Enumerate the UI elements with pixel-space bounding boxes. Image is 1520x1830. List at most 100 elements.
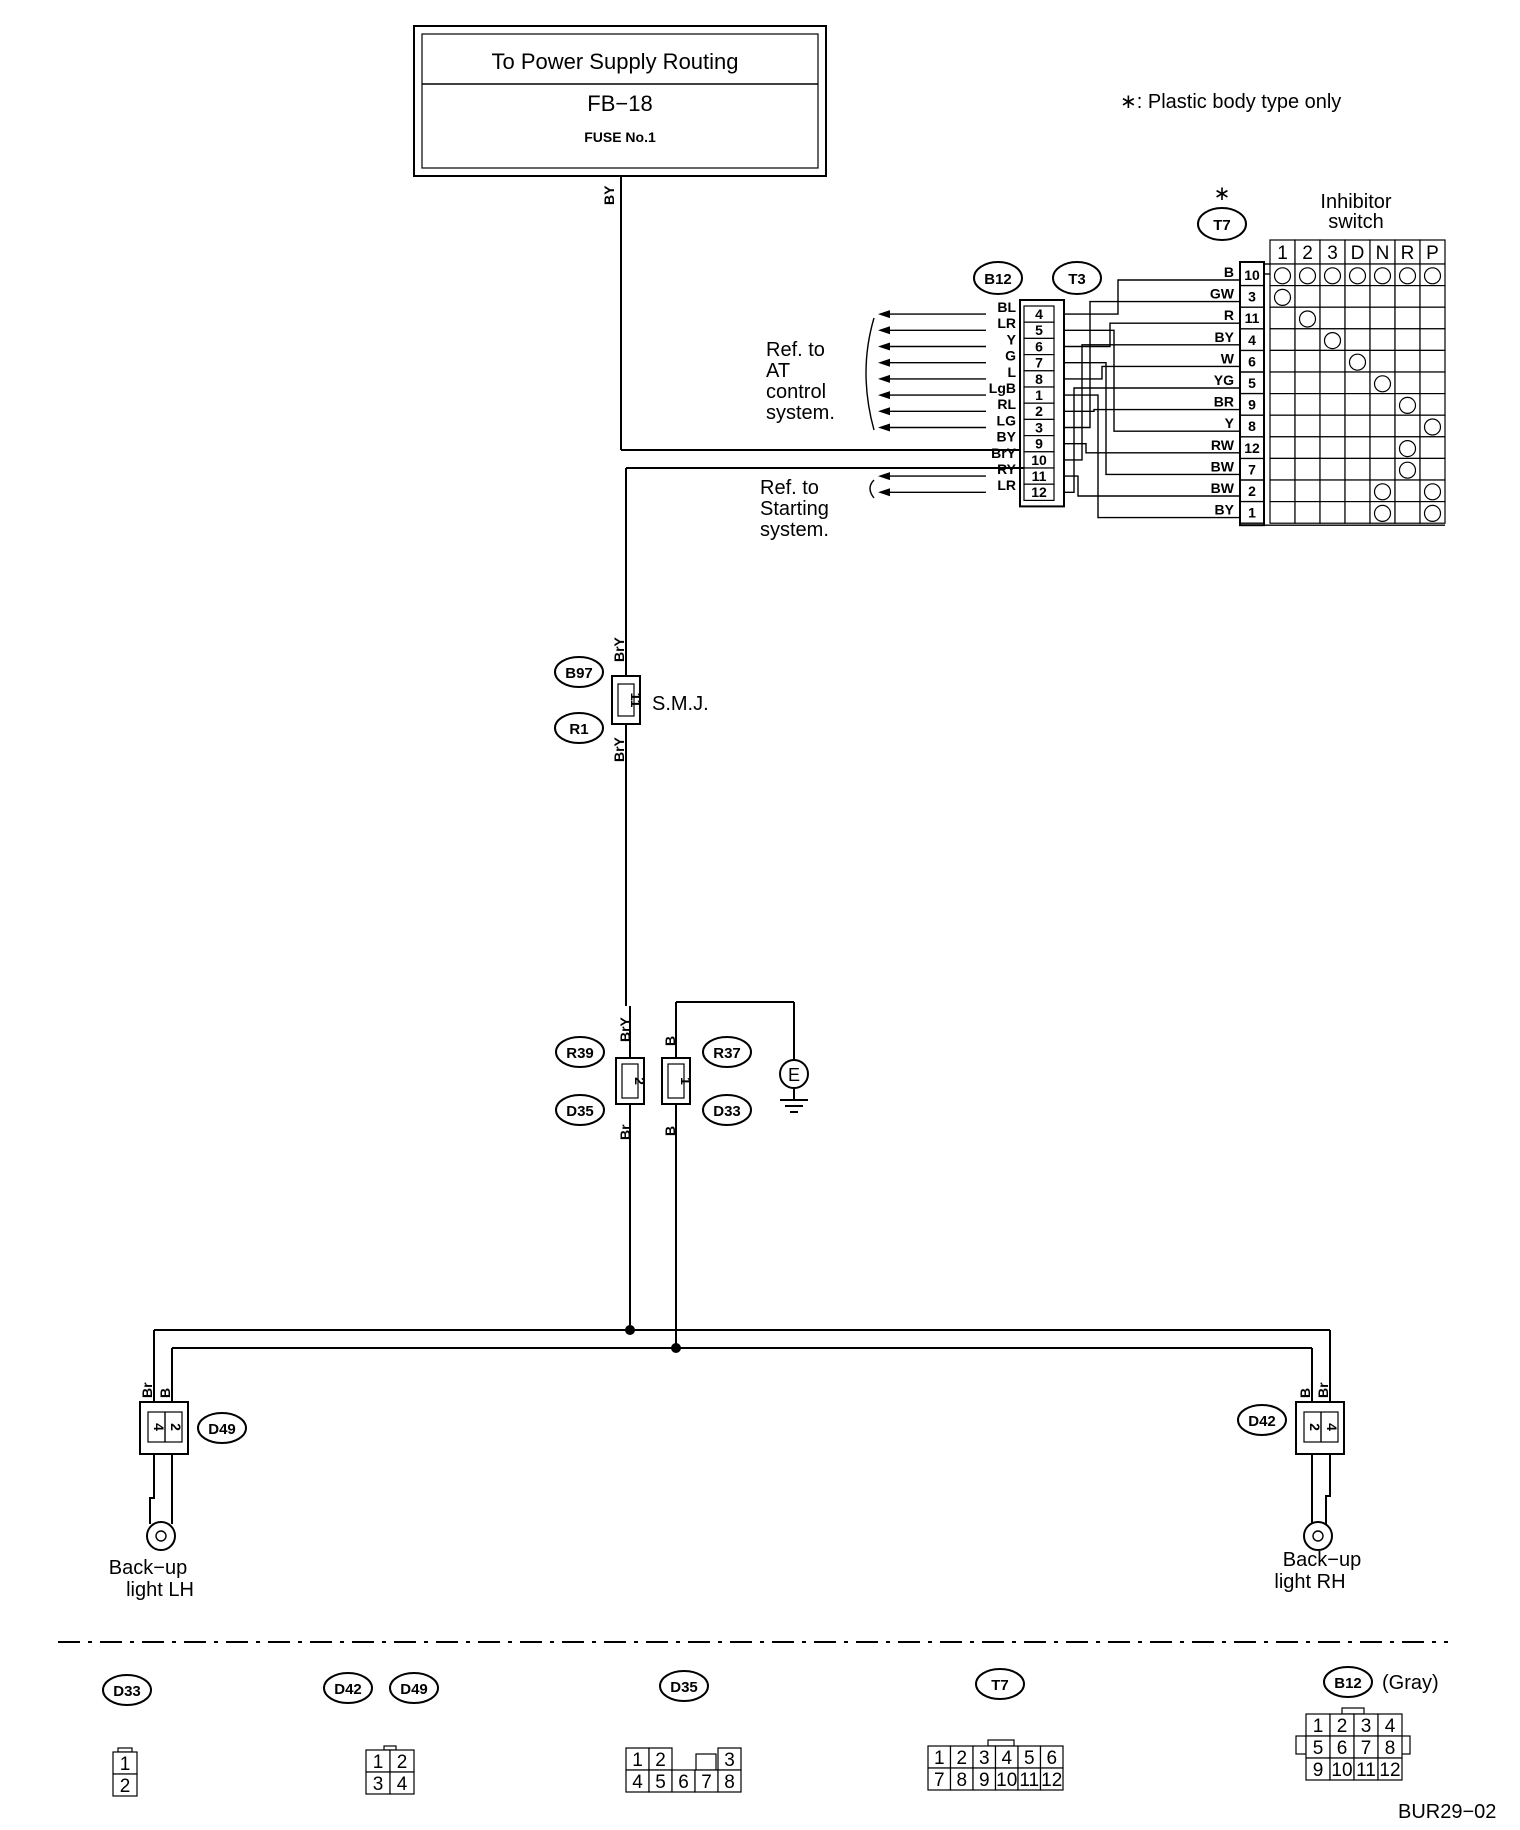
ref-arrow-icon	[878, 407, 890, 416]
legend-d33-cell: 2	[120, 1776, 131, 1797]
legend-t7-cell: 10	[996, 1770, 1017, 1791]
inhibitor-position-3: 3	[1327, 243, 1338, 264]
ref-arrow-icon	[878, 472, 890, 481]
inhibitor-wire-label: B	[1224, 264, 1234, 280]
t7-label: T7	[1213, 217, 1231, 234]
legend-d42-label: D42	[334, 1681, 362, 1698]
inhibitor-pin: 12	[1244, 440, 1260, 456]
legend-b12-cell: 3	[1361, 1716, 1372, 1737]
d42-pin-a: 2	[1307, 1423, 1323, 1431]
b97-label: B97	[565, 665, 593, 682]
continuity-dot	[1398, 267, 1417, 285]
power-supply-box: To Power Supply Routing FB−18 FUSE No.1	[413, 25, 827, 177]
legend-t7-cell: 6	[1046, 1748, 1057, 1769]
legend-d33-label: D33	[113, 1683, 141, 1700]
starting-ref-line-1: Ref. to	[760, 477, 819, 499]
legend-d35-cell: 5	[655, 1772, 666, 1793]
power-box-title: To Power Supply Routing	[491, 49, 738, 74]
legend-t7-cell: 1	[934, 1748, 945, 1769]
inhibitor-pin: 1	[1248, 505, 1256, 521]
legend-t7-cell: 8	[956, 1770, 967, 1791]
continuity-dot	[1298, 310, 1317, 328]
continuity-dot	[1398, 461, 1417, 479]
legend-b12-cell: 1	[1313, 1716, 1324, 1737]
middle-connectors: BrY R39 D35 2 Br B R37 D33 1 B E	[555, 1001, 809, 1348]
legend-d35-cell: 2	[655, 1750, 666, 1771]
inhibitor-pin: 6	[1248, 353, 1256, 369]
b12-connector: B12 T3 4BL5LR6Y7G8L1LgB2RL3LG9BY10BrY11R…	[878, 261, 1206, 519]
smj-pin: 11	[628, 693, 644, 708]
legend-t7-cell: 4	[1001, 1748, 1012, 1769]
ground-symbol: E	[779, 1059, 809, 1113]
d33-label: D33	[713, 1103, 741, 1120]
r1-label: R1	[569, 721, 588, 738]
legend-d42-cell: 1	[373, 1752, 384, 1773]
legend-t7-cell: 5	[1024, 1748, 1035, 1769]
lh-label-2: light LH	[126, 1579, 194, 1601]
starting-ref-line-2: Starting	[760, 498, 829, 520]
smj-label: S.M.J.	[652, 693, 709, 715]
lh-br-wire: Br	[139, 1382, 155, 1398]
b12-wire-label: RL	[997, 396, 1016, 412]
legend-d42-cell: 2	[397, 1752, 408, 1773]
r37-wire-label: B	[662, 1036, 678, 1046]
continuity-dot	[1398, 440, 1417, 458]
d42-pin-b: 4	[1324, 1423, 1340, 1431]
b12-oval	[973, 261, 1023, 295]
legend-b12-cell: 11	[1356, 1760, 1376, 1781]
inhibitor-title-2: switch	[1328, 211, 1384, 233]
lh-label-1: Back−up	[109, 1557, 187, 1579]
b12-pin: 5	[1035, 322, 1043, 338]
continuity-dot	[1273, 267, 1292, 285]
b12-pin: 7	[1035, 355, 1043, 371]
continuity-dot	[1373, 375, 1392, 393]
continuity-dot	[1423, 418, 1442, 436]
b12-wire-label: BrY	[991, 445, 1017, 461]
continuity-dot	[1273, 288, 1292, 306]
ref-arrow-icon	[878, 423, 890, 432]
b12-pin: 6	[1035, 338, 1043, 354]
inhibitor-pin: 7	[1248, 461, 1256, 477]
legend-t7-cell: 2	[956, 1748, 967, 1769]
inhibitor-pin: 4	[1248, 332, 1256, 348]
starting-ref: Ref. to Starting system.	[760, 477, 875, 541]
inhibitor-position-N: N	[1376, 243, 1390, 264]
legend-b12-cell: 8	[1385, 1738, 1396, 1759]
legend-d35-cell: 6	[678, 1772, 689, 1793]
inhibitor-position-R: R	[1401, 243, 1415, 264]
starting-ref-line-3: system.	[760, 519, 829, 541]
inhibitor-asterisk: ∗	[1214, 183, 1231, 205]
legend-t7-cell: 11	[1019, 1770, 1039, 1791]
legend-b12-cell: 2	[1337, 1716, 1348, 1737]
continuity-dot	[1423, 267, 1442, 285]
t3-oval	[1052, 261, 1102, 295]
b12-pin: 12	[1031, 484, 1047, 500]
at-ref-line-4: system.	[766, 402, 835, 424]
continuity-dot	[1323, 267, 1342, 285]
continuity-dot	[1373, 483, 1392, 501]
inhibitor-wire-label: W	[1221, 350, 1235, 366]
at-control-ref: Ref. to AT control system.	[766, 317, 875, 431]
legend-d35-cell: 3	[724, 1750, 735, 1771]
ground-label: E	[788, 1065, 800, 1085]
legend-t7-cell: 9	[979, 1770, 990, 1791]
ref-arrow-icon	[878, 358, 890, 367]
legend-d35-label: D35	[670, 1679, 698, 1696]
inhibitor-pin: 10	[1244, 267, 1260, 283]
plastic-body-note: ∗: Plastic body type only	[1120, 91, 1341, 113]
inhibitor-wire-label: R	[1224, 307, 1234, 323]
ref-arrow-icon	[878, 310, 890, 319]
power-wire: BY	[601, 176, 1024, 451]
inhibitor-wire-label: BW	[1211, 458, 1235, 474]
legend-t7-cell: 12	[1041, 1770, 1062, 1791]
continuity-dot	[1398, 396, 1417, 414]
legend-b12-cell: 5	[1313, 1738, 1324, 1759]
inhibitor-wire-label: Y	[1225, 415, 1235, 431]
continuity-dot	[1373, 267, 1392, 285]
legend-d42-cell: 4	[397, 1774, 408, 1795]
legend-b12-cell: 9	[1313, 1760, 1324, 1781]
legend-b12-cell: 6	[1337, 1738, 1348, 1759]
b12-pin: 2	[1035, 403, 1043, 419]
d49-label: D49	[208, 1421, 236, 1438]
